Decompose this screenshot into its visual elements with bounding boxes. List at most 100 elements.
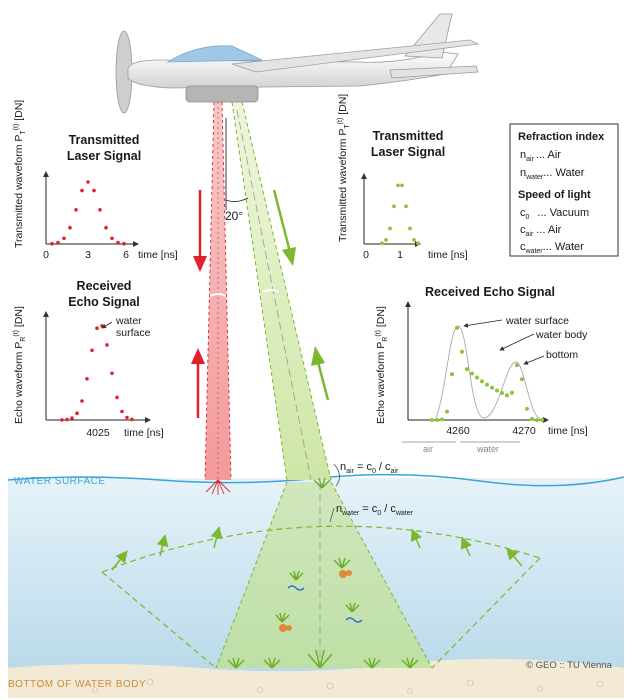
echo-dot	[125, 415, 129, 420]
copyright: © GEO :: TU Vienna	[526, 660, 613, 671]
echo-dot	[105, 343, 109, 347]
right-rx-ann-bottom: bottom	[546, 349, 578, 361]
right-rx-ann-surface: water surface	[505, 315, 569, 327]
right-rx-surface-curve	[435, 325, 541, 419]
red-beam-splash	[205, 479, 231, 495]
pulse-dot	[384, 238, 388, 242]
echo-dot	[540, 418, 544, 422]
bottom-label: BOTTOM OF WATER BODY	[8, 679, 146, 690]
legend-speed-title: Speed of light	[518, 189, 591, 201]
green-arrow-down	[272, 189, 296, 266]
echo-dot	[535, 418, 539, 422]
backscatter-arrows	[111, 526, 523, 571]
right-rx-seg-water: water	[476, 444, 499, 454]
right-tx-ylabel: Transmitted waveform PT(t) [DN]	[337, 94, 351, 242]
pulse-dot	[62, 236, 66, 241]
formula-water: nwater = c0 / cwater	[329, 503, 414, 523]
echo-dot	[515, 363, 519, 368]
echo-dot	[525, 406, 529, 411]
pulse-dot	[400, 183, 404, 188]
left-transmitted-panel: Transmitted Laser Signal Transmitted wav…	[13, 100, 178, 261]
left-tx-ylabel: Transmitted waveform PT(t) [DN]	[13, 100, 27, 248]
aquatic-plants	[227, 477, 419, 669]
pulse-dot	[92, 188, 96, 193]
echo-dot	[85, 377, 89, 381]
right-rx-tick-a: 4260	[446, 425, 470, 437]
right-tx-xunit: time [ns]	[428, 249, 468, 261]
legend-n-water: nwater... Water	[520, 167, 585, 181]
echo-dot	[130, 417, 134, 422]
legend-c0: c0... Vacuum	[520, 207, 589, 221]
pulse-dot	[110, 236, 114, 241]
green-beam-air	[232, 102, 331, 480]
pulse-dot	[98, 208, 102, 212]
pulse-dot	[56, 240, 60, 245]
echo-dot	[465, 367, 469, 372]
green-beam-axis	[236, 109, 312, 481]
echo-dot	[510, 390, 514, 395]
legend-refraction-title: Refraction index	[518, 131, 605, 143]
echo-dot	[470, 371, 474, 376]
echo-dot	[455, 325, 459, 330]
pulse-dot	[116, 240, 120, 245]
water-surface-label: WATER SURFACE	[14, 476, 106, 487]
echo-dot	[80, 399, 84, 403]
left-rx-title-1: Received	[77, 279, 132, 293]
pulse-dot	[404, 204, 408, 209]
right-rx-ylabel: Echo waveform PR(t) [DN]	[375, 306, 389, 424]
left-rx-xunit: time [ns]	[124, 427, 164, 439]
echo-dot	[450, 372, 454, 377]
echo-dot	[460, 349, 464, 354]
green-arrow-up	[311, 346, 330, 401]
cockpit-canopy	[166, 45, 263, 63]
echo-dot	[430, 418, 434, 422]
echo-dot	[530, 416, 534, 421]
pulse-dot	[380, 241, 384, 246]
pulse-dot	[122, 241, 126, 246]
echo-dot	[445, 409, 449, 414]
echo-dot	[110, 371, 114, 376]
right-tx-pulse	[380, 183, 420, 246]
left-rx-tick: 4025	[86, 427, 110, 439]
pulse-dot	[388, 226, 392, 231]
echo-dot	[440, 417, 444, 422]
echo-dot	[475, 375, 479, 380]
left-tx-tick-0: 0	[43, 249, 49, 261]
echo-dot	[505, 393, 509, 398]
right-rx-ann-body: water body	[535, 329, 588, 341]
left-tx-title-1: Transmitted	[69, 133, 140, 147]
right-rx-tick-b: 4270	[512, 425, 536, 437]
bottom-sand	[8, 658, 624, 698]
airplane	[115, 13, 480, 114]
echo-dot	[495, 388, 499, 393]
right-tx-title-2: Laser Signal	[371, 145, 445, 159]
echo-dot	[60, 418, 64, 422]
svg-text:nair = c0 / cair: nair = c0 / cair	[340, 461, 399, 475]
echo-dot	[120, 409, 124, 414]
legend-cair: cair... Air	[520, 224, 562, 238]
right-transmitted-panel: Transmitted Laser Signal Transmitted wav…	[337, 94, 468, 261]
pulse-dot	[104, 225, 108, 230]
left-rx-ylabel: Echo waveform PR(t) [DN]	[13, 306, 27, 424]
pulse-dot	[80, 188, 84, 193]
pulse-dot	[408, 226, 412, 231]
legend-box: Refraction index nair... Air nwater... W…	[509, 123, 619, 257]
echo-dot	[90, 348, 94, 353]
tail-plane	[389, 65, 479, 79]
scan-angle-label: 20°	[225, 209, 243, 223]
red-arrow-down	[193, 190, 207, 272]
echo-dot	[480, 379, 484, 384]
left-tx-tick-3: 3	[85, 249, 91, 261]
green-beam-water	[216, 482, 432, 668]
echo-dot	[95, 326, 99, 331]
echo-dot	[115, 395, 119, 400]
pulse-dot	[392, 204, 396, 209]
svg-text:nwater = c0 / cwater: nwater = c0 / cwater	[336, 503, 414, 517]
right-tx-title-1: Transmitted	[373, 129, 444, 143]
legend-n-air: nair... Air	[520, 149, 561, 163]
sensor-pod	[185, 85, 259, 103]
echo-dot	[65, 417, 69, 422]
left-rx-ann-2: surface	[116, 327, 151, 339]
